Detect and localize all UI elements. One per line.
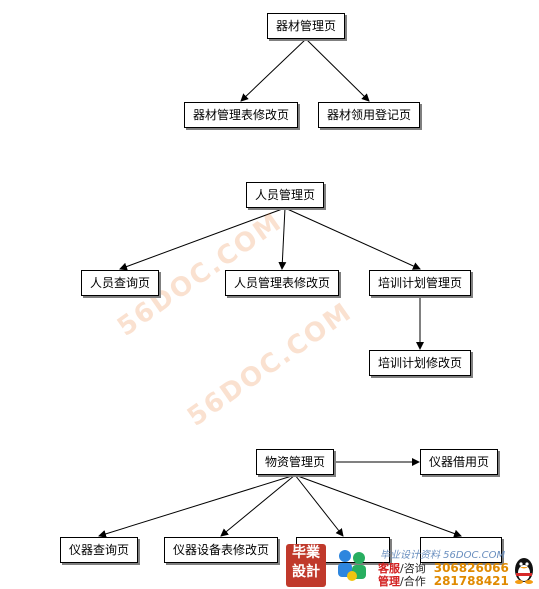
connector-arrow: [284, 207, 421, 270]
contact-label-service: 客服: [378, 562, 400, 575]
qq-penguin-icon: [515, 558, 533, 584]
contact-row-management: 管理/合作 281788421: [378, 573, 509, 589]
node-instrument-query: 仪器查询页: [60, 537, 139, 563]
site-name: 毕业设计资料 56DOC.COM: [380, 550, 506, 561]
contact-row-service: 客服/咨询 306826066: [378, 560, 509, 576]
node-training-plan-edit: 培训计划修改页: [369, 350, 472, 376]
connector-arrow: [305, 38, 370, 102]
connector-arrow: [278, 207, 287, 270]
contact-number-management: 281788421: [433, 574, 509, 588]
node-supplies-management: 物资管理页: [256, 449, 335, 475]
site-logo: 毕業 設計: [286, 544, 326, 587]
node-equipment-checkout: 器材领用登记页: [318, 102, 421, 128]
node-personnel-query: 人员查询页: [81, 270, 160, 296]
contact-label-cooperation: /合作: [400, 575, 426, 588]
connector-arrow: [220, 474, 296, 537]
contact-label-consult: /咨询: [400, 562, 426, 575]
node-training-plan-management: 培训计划管理页: [369, 270, 472, 296]
node-instrument-borrow: 仪器借用页: [420, 449, 499, 475]
node-instrument-table-edit: 仪器设备表修改页: [164, 537, 279, 563]
connector-arrow: [294, 474, 344, 537]
node-equipment-management: 器材管理页: [267, 13, 346, 39]
contact-label-management: 管理: [378, 575, 400, 588]
logo-text-bottom: 設計: [292, 564, 320, 580]
node-personnel-management: 人员管理页: [246, 182, 325, 208]
connector-arrow: [98, 474, 296, 538]
contact-number-service: 306826066: [433, 561, 509, 575]
connector-arrow: [119, 207, 286, 271]
connector-arrow: [240, 38, 307, 102]
node-equipment-table-edit: 器材管理表修改页: [184, 102, 299, 128]
connector-arrow: [294, 474, 462, 538]
logo-text-top: 毕業: [292, 545, 320, 561]
footer-banner: 毕業 設計 毕业设计资料 56DOC.COM 客服/咨询 306826066 管理…: [286, 544, 539, 589]
node-unlabeled-b: [420, 537, 502, 563]
people-icon: [338, 550, 366, 581]
node-personnel-table-edit: 人员管理表修改页: [225, 270, 340, 296]
